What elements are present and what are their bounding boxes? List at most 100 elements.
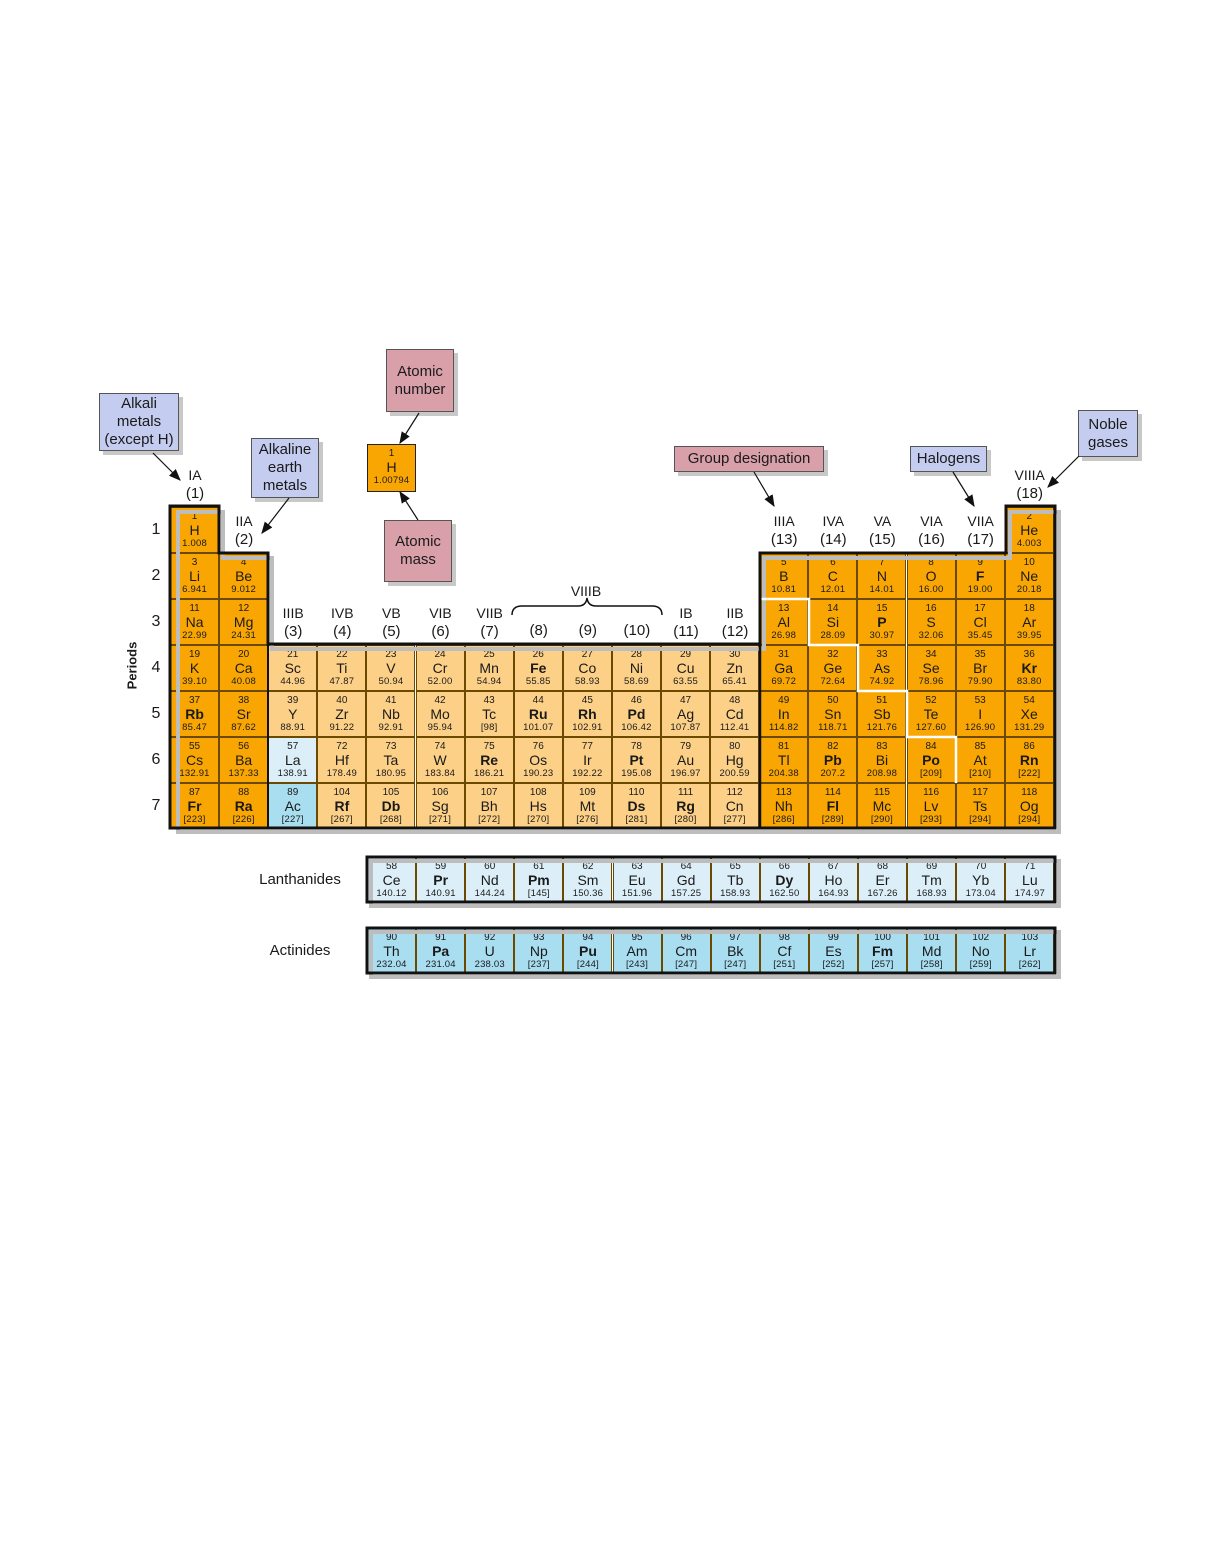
group-number-label: (3) bbox=[284, 622, 303, 640]
atomic-number: 31 bbox=[778, 649, 790, 660]
atomic-mass: 140.12 bbox=[376, 888, 407, 899]
atomic-mass: 19.00 bbox=[967, 584, 993, 595]
periods-title: Periods bbox=[124, 641, 140, 690]
atomic-mass: 58.69 bbox=[624, 676, 649, 687]
element-symbol: Yb bbox=[972, 872, 990, 888]
element-symbol: Lv bbox=[923, 798, 939, 814]
atomic-mass: 102.91 bbox=[572, 722, 603, 733]
atomic-mass: 91.22 bbox=[329, 722, 355, 733]
element-symbol: Ca bbox=[234, 660, 253, 676]
atomic-number: 98 bbox=[778, 932, 790, 943]
element-symbol: Lr bbox=[1023, 943, 1037, 959]
atomic-mass: 186.21 bbox=[474, 768, 505, 779]
element-symbol: W bbox=[433, 752, 447, 768]
element-symbol: Am bbox=[626, 943, 648, 959]
element-symbol: Tc bbox=[482, 706, 497, 722]
atomic-number: 62 bbox=[582, 861, 594, 872]
atomic-number: 45 bbox=[581, 695, 593, 706]
atomic-number: 92 bbox=[484, 932, 496, 943]
atomic-number: 51 bbox=[876, 695, 888, 706]
group-number-label: (16) bbox=[918, 530, 945, 548]
atomic-number: 71 bbox=[1024, 861, 1036, 872]
atomic-mass: [270] bbox=[527, 814, 550, 825]
atomic-number: 2 bbox=[1026, 511, 1033, 522]
atomic-mass: [290] bbox=[870, 814, 893, 825]
atomic-number: 3 bbox=[191, 557, 198, 568]
element-symbol: Bi bbox=[875, 752, 889, 768]
element-symbol: Pb bbox=[823, 752, 842, 768]
element-symbol: Ds bbox=[627, 798, 646, 814]
atomic-mass-callout: Atomic mass bbox=[384, 520, 452, 582]
element-symbol: Re bbox=[480, 752, 499, 768]
element-symbol: Db bbox=[381, 798, 401, 814]
atomic-number: 74 bbox=[434, 741, 446, 752]
element-symbol: He bbox=[1020, 522, 1039, 538]
atomic-mass: 22.99 bbox=[182, 630, 207, 641]
atomic-number: 88 bbox=[238, 787, 250, 798]
element-symbol: Og bbox=[1019, 798, 1039, 814]
element-symbol: Ga bbox=[774, 660, 794, 676]
atomic-mass: [276] bbox=[576, 814, 599, 825]
element-symbol: Ac bbox=[284, 798, 301, 814]
atomic-number: 68 bbox=[876, 861, 889, 872]
element-symbol: Ti bbox=[336, 660, 348, 676]
element-symbol: Ts bbox=[973, 798, 988, 814]
actinides-label: Actinides bbox=[269, 942, 331, 959]
group-number-label: (4) bbox=[333, 622, 352, 640]
atomic-number: 59 bbox=[435, 861, 447, 872]
atomic-number: 30 bbox=[729, 649, 741, 660]
atomic-mass: 121.76 bbox=[866, 722, 898, 733]
atomic-mass: [258] bbox=[920, 959, 943, 970]
atomic-mass: [277] bbox=[723, 814, 746, 825]
atomic-mass: 196.97 bbox=[670, 768, 701, 779]
element-symbol: Y bbox=[288, 706, 298, 722]
element-symbol: Cu bbox=[676, 660, 695, 676]
atomic-mass: 9.012 bbox=[231, 584, 257, 595]
group-number-label: (11) bbox=[673, 622, 699, 640]
atomic-number: 49 bbox=[778, 695, 790, 706]
atomic-number: 61 bbox=[533, 861, 545, 872]
atomic-number: 73 bbox=[385, 741, 397, 752]
atomic-number: 101 bbox=[923, 932, 940, 943]
atomic-mass: 207.2 bbox=[820, 768, 846, 779]
element-symbol: Ne bbox=[1020, 568, 1039, 584]
atomic-mass: 101.07 bbox=[523, 722, 554, 733]
atomic-mass: 39.10 bbox=[182, 676, 207, 687]
atomic-mass: 58.93 bbox=[574, 676, 600, 687]
atomic-mass: 151.96 bbox=[621, 888, 653, 899]
atomic-number: 82 bbox=[827, 741, 839, 752]
element-symbol: Te bbox=[923, 706, 939, 722]
atomic-mass: 87.62 bbox=[231, 722, 257, 733]
element-symbol: Pt bbox=[629, 752, 644, 768]
atomic-number: 103 bbox=[1021, 932, 1039, 943]
element-symbol: Hf bbox=[334, 752, 349, 768]
atomic-number: 72 bbox=[336, 741, 348, 752]
atomic-mass: 112.41 bbox=[719, 722, 750, 733]
atomic-number: 16 bbox=[925, 603, 937, 614]
element-symbol: Cr bbox=[432, 660, 448, 676]
atomic-number: 83 bbox=[876, 741, 888, 752]
atomic-mass: 35.45 bbox=[967, 630, 993, 641]
atomic-number: 57 bbox=[287, 741, 299, 752]
atomic-mass: 232.04 bbox=[376, 959, 407, 970]
element-symbol: Be bbox=[235, 568, 253, 584]
element-symbol: Tl bbox=[777, 752, 790, 768]
element-symbol: Tm bbox=[921, 872, 942, 888]
atomic-mass: [243] bbox=[625, 959, 649, 970]
